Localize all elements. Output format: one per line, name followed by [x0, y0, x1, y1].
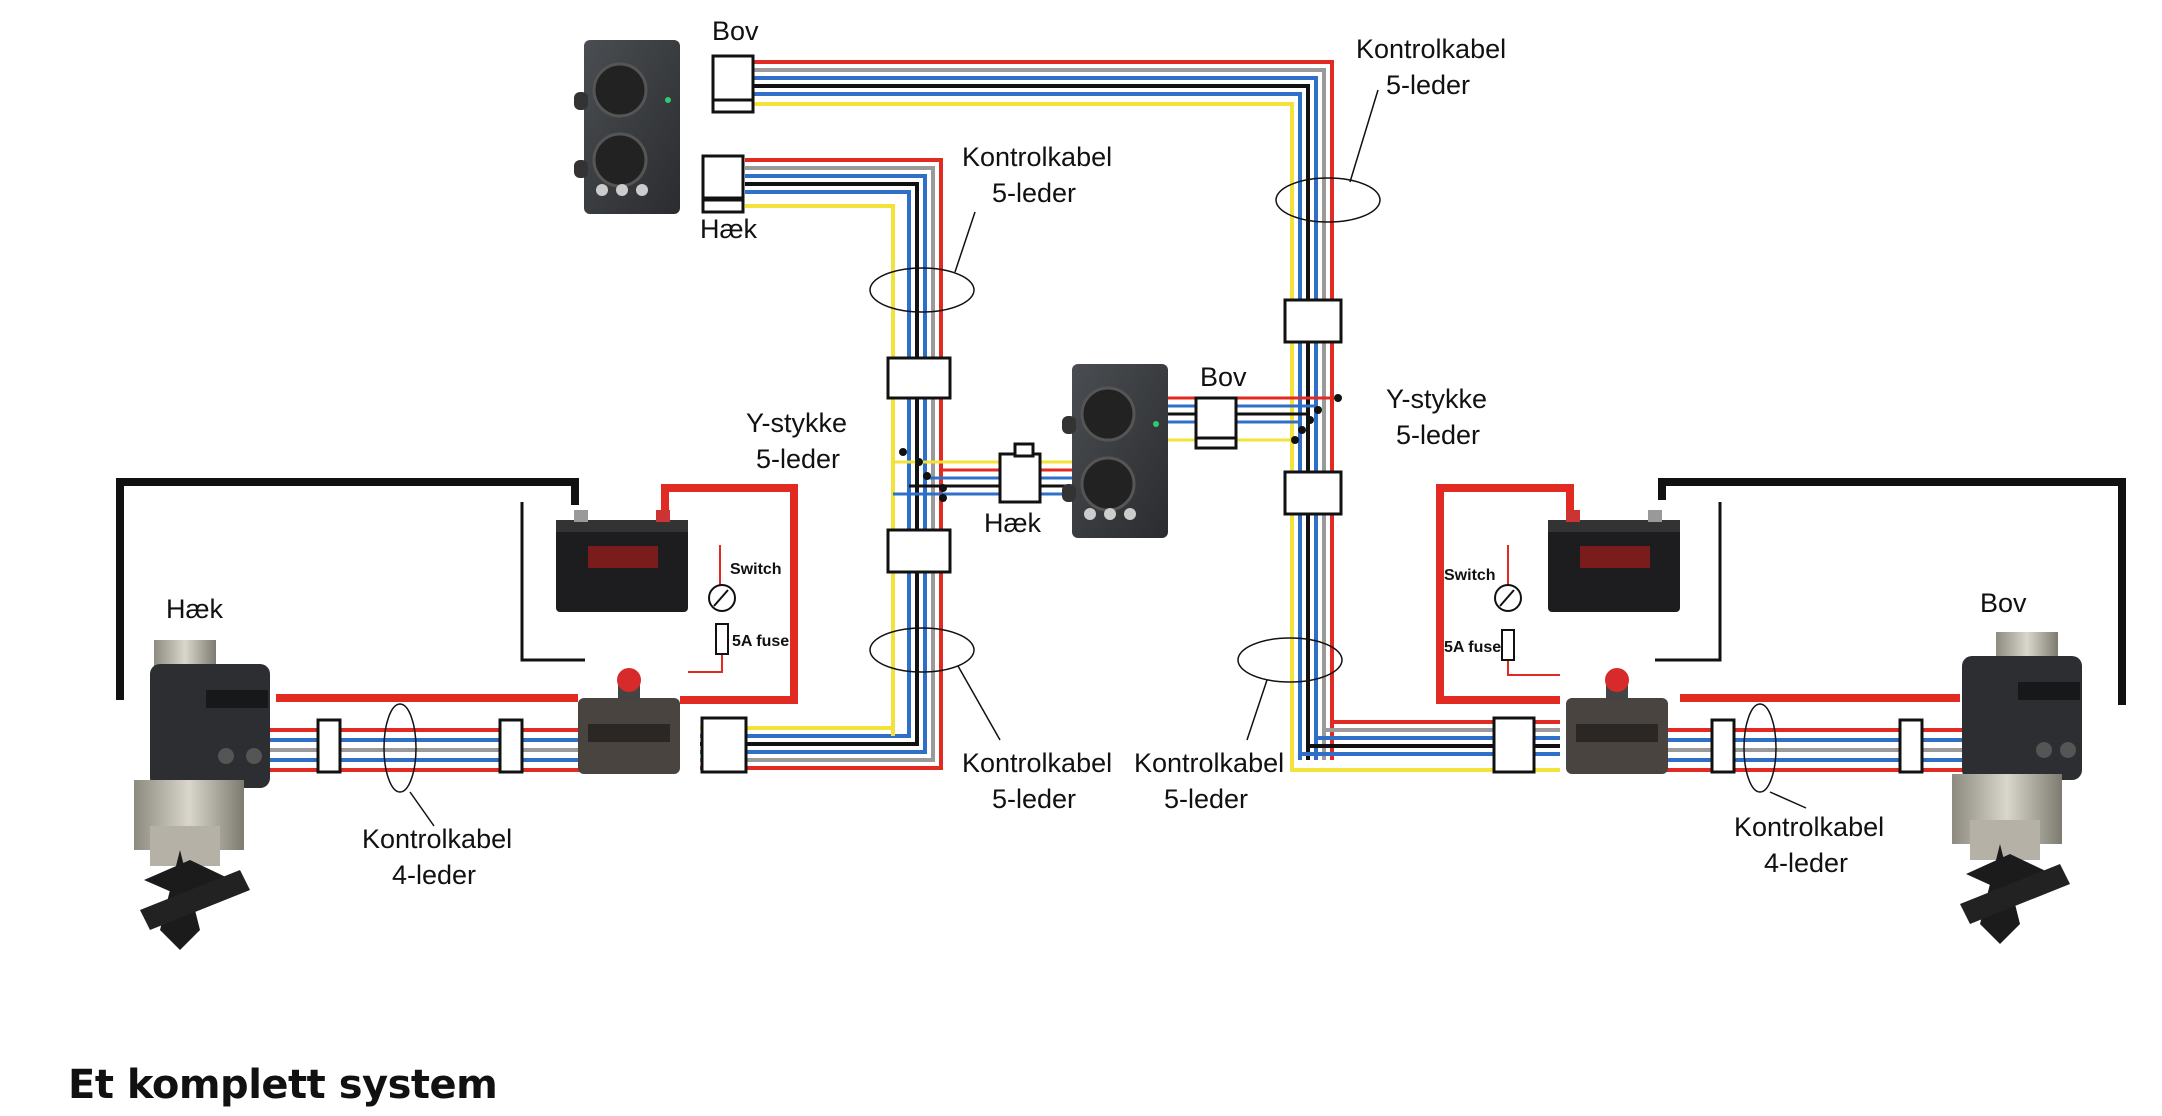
positive-leads [276, 484, 1960, 704]
connector-icon [700, 716, 748, 774]
label-kontrolkabel-mid: Kontrolkabel [962, 142, 1112, 172]
connector-icon [316, 718, 342, 774]
label-haek-center: Hæk [984, 508, 1042, 538]
switch-icon [708, 584, 736, 612]
label-kontrolkabel-bottom-left: Kontrolkabel [362, 824, 512, 854]
page-caption: Et komplett system [68, 1062, 498, 1108]
y-branch-left [893, 460, 1075, 496]
left-column-to-relay [700, 700, 943, 770]
connector-icon [498, 718, 524, 774]
relay-box-icon [578, 668, 680, 774]
label-kontrolkabel-bottom-center: Kontrolkabel [962, 748, 1112, 778]
connector-icon [886, 528, 952, 574]
connector-icon [1283, 298, 1343, 344]
fuse-icon [715, 623, 729, 655]
label-y-stykke-right: Y-stykke [1386, 384, 1487, 414]
label-5-leder-bottom-mid: 5-leder [1164, 784, 1248, 814]
label-5-leder-bottom-center: 5-leder [992, 784, 1076, 814]
label-switch-left: Switch [730, 561, 782, 578]
label-fuse-right: 5A fuse [1444, 639, 1501, 656]
thruster-icon [134, 640, 270, 950]
connector-icon [701, 154, 745, 200]
connector-icon [886, 356, 952, 400]
negative-leads [116, 478, 2126, 705]
control-panel-icon [1062, 364, 1168, 538]
label-5-leder-y-left: 5-leder [756, 444, 840, 474]
label-4-leder-bottom-left: 4-leder [392, 860, 476, 890]
label-bov-center: Bov [1200, 362, 1247, 392]
switch-icon [1494, 584, 1522, 612]
label-bov-right: Bov [1980, 588, 2027, 618]
fuse-icon [1501, 629, 1515, 661]
label-fuse-left: 5A fuse [732, 633, 789, 650]
label-kontrolkabel-bottom-right: Kontrolkabel [1734, 812, 1884, 842]
battery-icon [1548, 510, 1680, 612]
top-cable-bundle [745, 60, 1334, 768]
label-y-stykke-left: Y-stykke [746, 408, 847, 438]
label-5-leder-mid: 5-leder [992, 178, 1076, 208]
label-haek-left: Hæk [166, 594, 224, 624]
connector-icon [1194, 396, 1238, 440]
label-5-leder-top-right: 5-leder [1386, 70, 1470, 100]
junction-dots [899, 394, 1342, 502]
thruster-icon [1952, 632, 2082, 944]
control-panel-icon [574, 40, 680, 214]
right-column-to-relay [1290, 720, 1560, 772]
connector-icon [1283, 470, 1343, 516]
label-kontrolkabel-bottom-mid: Kontrolkabel [1134, 748, 1284, 778]
label-4-leder-bottom-right: 4-leder [1764, 848, 1848, 878]
connector-icon [1898, 718, 1924, 774]
connector-icon [1710, 718, 1736, 774]
battery-icon [556, 510, 688, 612]
label-haek-top: Hæk [700, 214, 758, 244]
connector-icon [1492, 716, 1536, 774]
cable-markers [383, 89, 1807, 827]
label-bov-top: Bov [712, 16, 759, 46]
relay-box-icon [1566, 668, 1668, 774]
label-5-leder-y-right: 5-leder [1396, 420, 1480, 450]
connectors [316, 54, 1924, 774]
connector-icon [711, 54, 755, 102]
label-kontrolkabel-top-right: Kontrolkabel [1356, 34, 1506, 64]
connector-icon [998, 452, 1042, 504]
label-switch-right: Switch [1444, 567, 1496, 584]
